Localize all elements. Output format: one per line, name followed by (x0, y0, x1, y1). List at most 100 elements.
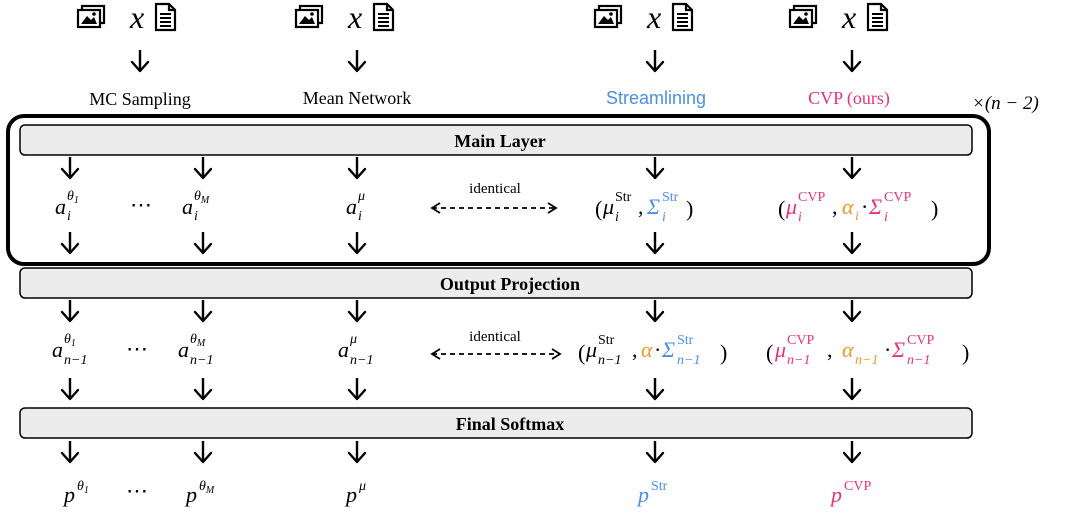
activation-mc-M: a i θM (182, 189, 210, 224)
svg-text:i: i (615, 210, 619, 225)
svg-text:a: a (55, 194, 66, 219)
svg-text:i: i (662, 210, 666, 225)
svg-text:i: i (798, 210, 802, 225)
svg-text:CVP: CVP (884, 190, 911, 205)
identical-label: identical (469, 329, 521, 345)
svg-text:): ) (962, 340, 969, 365)
ellipsis: ⋯ (126, 336, 148, 361)
svg-text:·: · (884, 337, 891, 362)
svg-text:n−1: n−1 (677, 353, 700, 368)
arrow (347, 376, 367, 401)
arrow (60, 155, 80, 180)
svg-text:p: p (344, 482, 357, 507)
arrow (645, 439, 665, 464)
svg-text:θM: θM (194, 189, 210, 206)
images-icon (294, 4, 324, 29)
svg-text:α: α (842, 337, 854, 362)
input-symbol: x (646, 0, 661, 35)
arrow (347, 439, 367, 464)
output-mean: p μ (344, 479, 366, 507)
svg-text:CVP: CVP (798, 190, 825, 205)
input-mean: x (294, 0, 395, 35)
svg-text:,: , (832, 194, 838, 219)
svg-text:·: · (654, 337, 661, 362)
output-str: p Str (636, 479, 668, 507)
activation-str: ( μ i Str , Σ i Str ) (595, 190, 693, 225)
input-mc: x (76, 0, 177, 35)
svg-text:θ1: θ1 (67, 189, 79, 206)
svg-text:μ: μ (358, 479, 366, 494)
svg-text:Str: Str (598, 333, 615, 348)
final-softmax-label: Final Softmax (456, 414, 565, 434)
document-icon (154, 2, 177, 32)
arrow (842, 230, 862, 255)
arrow (347, 48, 367, 73)
ellipsis: ⋯ (126, 478, 148, 503)
arrow (842, 439, 862, 464)
output-mc-M: p θM (184, 479, 215, 507)
svg-text:n−1: n−1 (350, 353, 373, 368)
svg-text:n−1: n−1 (907, 353, 930, 368)
svg-text:n−1: n−1 (855, 353, 878, 368)
svg-text:p: p (829, 482, 842, 507)
input-cvp: x (788, 0, 889, 35)
arrow (60, 298, 80, 323)
svg-text:Str: Str (677, 333, 694, 348)
arrow (645, 48, 665, 73)
document-icon (372, 2, 395, 32)
svg-text:CVP: CVP (787, 333, 814, 348)
arrow (842, 298, 862, 323)
document-icon (866, 2, 889, 32)
repeat-box (6, 114, 991, 266)
final-softmax-bar (19, 407, 973, 439)
identical-arrow (430, 348, 562, 360)
svg-text:i: i (194, 209, 198, 224)
activation-mean: a i μ (346, 189, 365, 224)
svg-text:(: ( (595, 196, 602, 221)
svg-text:,: , (638, 194, 644, 219)
svg-text:θ1: θ1 (77, 479, 89, 496)
svg-text:CVP: CVP (844, 479, 871, 494)
svg-text:a: a (182, 194, 193, 219)
activation-cvp: ( μ i CVP , α i · Σ i CVP ) (778, 190, 938, 225)
arrow (60, 230, 80, 255)
svg-text:CVP: CVP (907, 333, 934, 348)
images-icon (76, 4, 106, 29)
arrow (645, 230, 665, 255)
arrow (193, 155, 213, 180)
svg-text:Σ: Σ (661, 337, 675, 362)
arrow (842, 155, 862, 180)
arrow (193, 439, 213, 464)
arrow (645, 298, 665, 323)
svg-text:n−1: n−1 (64, 353, 87, 368)
ellipsis: ⋯ (130, 192, 152, 217)
column-label-mean: Mean Network (303, 88, 411, 108)
arrow (645, 376, 665, 401)
arrow (347, 298, 367, 323)
svg-text:Σ: Σ (891, 337, 905, 362)
arrow (842, 48, 862, 73)
activation-str-last: ( μ n−1 Str , α · Σ n−1 Str ) (578, 333, 727, 368)
svg-text:n−1: n−1 (787, 353, 810, 368)
identical-label: identical (469, 181, 521, 197)
svg-text:p: p (62, 482, 75, 507)
svg-text:i: i (67, 209, 71, 224)
svg-text:a: a (346, 194, 357, 219)
output-mc-1: p θ1 (62, 479, 89, 507)
output-cvp: p CVP (829, 479, 871, 507)
repeat-label: ×(n − 2) (972, 93, 1039, 114)
arrow (193, 298, 213, 323)
svg-text:): ) (720, 340, 727, 365)
svg-text:(: ( (766, 340, 773, 365)
arrow (347, 155, 367, 180)
svg-text:a: a (52, 337, 63, 362)
svg-text:Str: Str (662, 190, 679, 205)
svg-text:a: a (178, 337, 189, 362)
column-label-str: Streamlining (606, 88, 706, 108)
images-icon (788, 4, 818, 29)
svg-text:μ: μ (774, 337, 786, 362)
activation-mc-1-last: a n−1 θ1 (52, 332, 87, 368)
svg-text:Σ: Σ (646, 194, 660, 219)
svg-text:Str: Str (615, 190, 632, 205)
main-layer-bar (19, 124, 973, 156)
